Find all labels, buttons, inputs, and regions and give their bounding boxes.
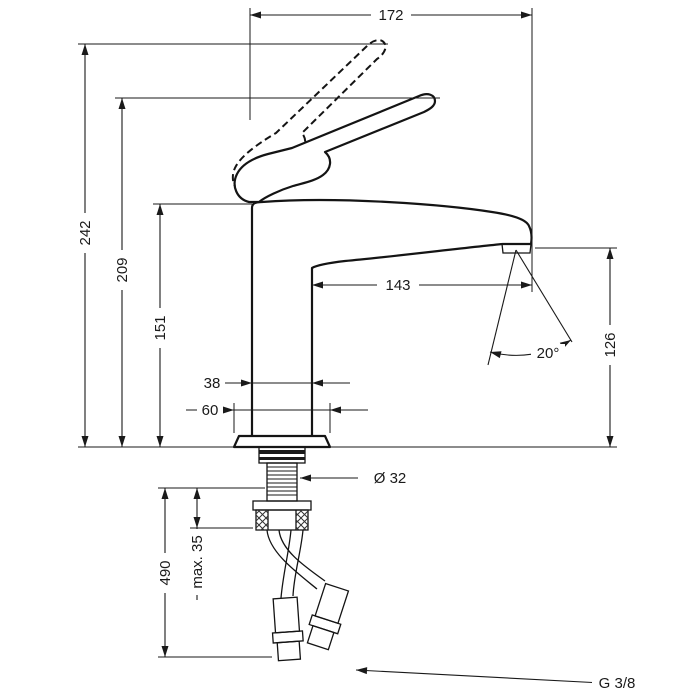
dim-label-126: 126 — [601, 325, 619, 365]
mounting-washer — [252, 500, 312, 511]
hose-connector-left — [271, 596, 304, 662]
handle-lever — [233, 93, 437, 204]
aerator — [501, 243, 532, 254]
svg-text:20°: 20° — [537, 345, 560, 362]
svg-text:143: 143 — [385, 277, 410, 294]
dim-label-thread: G 3/8 — [592, 674, 642, 692]
supply-hose-left — [266, 529, 326, 590]
dim-diameter-group — [300, 474, 358, 482]
dimensions: 172 242 209 151 143 126 20° 38 — [76, 6, 642, 692]
dim-143-group — [312, 281, 532, 289]
mounting-nut — [255, 509, 309, 531]
supply-hose-right — [280, 529, 304, 599]
svg-text:242: 242 — [77, 220, 94, 245]
svg-text:126: 126 — [602, 332, 619, 357]
dim-label-diameter: Ø 32 — [364, 469, 416, 487]
dim-label-209: 209 — [113, 250, 131, 290]
dim-label-38: 38 — [199, 374, 225, 392]
svg-text:G 3/8: G 3/8 — [599, 675, 636, 692]
dim-label-max35: max. 35 — [188, 529, 206, 595]
base-flange — [232, 434, 332, 449]
dim-label-242: 242 — [76, 213, 94, 253]
dim-label-172: 172 — [371, 6, 411, 24]
svg-text:60: 60 — [202, 402, 219, 419]
svg-text:209: 209 — [114, 257, 131, 282]
faucet-figure — [231, 39, 533, 662]
dim-label-60: 60 — [197, 401, 223, 419]
hose-connector-right — [306, 582, 350, 651]
svg-text:38: 38 — [204, 375, 221, 392]
svg-text:151: 151 — [152, 315, 169, 340]
svg-text:Ø 32: Ø 32 — [374, 470, 407, 487]
dim-label-143: 143 — [377, 276, 419, 294]
faucet-body-spout — [250, 198, 533, 439]
svg-text:172: 172 — [378, 7, 403, 24]
dim-label-151: 151 — [151, 308, 169, 348]
threaded-shank — [266, 462, 298, 502]
dim-label-angle: 20° — [531, 344, 565, 362]
dim-label-490: 490 — [156, 553, 174, 593]
mounting-socket — [258, 446, 306, 464]
svg-text:max. 35: max. 35 — [189, 535, 206, 588]
thread-leader-group — [355, 667, 603, 684]
svg-text:490: 490 — [157, 560, 174, 585]
